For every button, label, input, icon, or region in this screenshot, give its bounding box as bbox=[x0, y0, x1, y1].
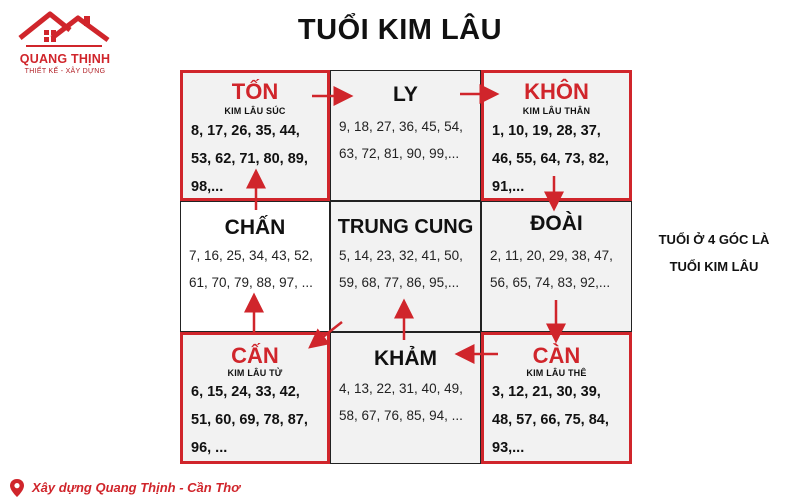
cell-name: TỐN bbox=[231, 79, 279, 104]
side-note-line-2: TUỔI KIM LÂU bbox=[669, 259, 759, 274]
cell-numbers: 9, 18, 27, 36, 45, 54, 63, 72, 81, 90, 9… bbox=[339, 119, 463, 161]
cell-name: TRUNG CUNG bbox=[337, 216, 474, 238]
cell-can-tu: CẤN KIM LÂU TỬ 6, 15, 24, 33, 42, 51, 60… bbox=[180, 332, 330, 464]
kim-lau-grid: TỐN KIM LÂU SÚC 8, 17, 26, 35, 44, 53, 6… bbox=[180, 70, 632, 464]
cell-name: KHÔN bbox=[524, 79, 589, 104]
cell-name: ĐOÀI bbox=[530, 212, 583, 235]
cell-subtitle: KIM LÂU TỬ bbox=[227, 368, 283, 378]
cell-name: LY bbox=[393, 83, 418, 106]
cell-name: CÀN bbox=[532, 343, 581, 368]
house-roof-icon bbox=[18, 11, 110, 47]
cell-can-the: CÀN KIM LÂU THÊ 3, 12, 21, 30, 39, 48, 5… bbox=[481, 332, 632, 464]
side-note-line-1: TUỔI Ở 4 GÓC LÀ bbox=[658, 232, 770, 247]
cell-numbers: 4, 13, 22, 31, 40, 49, 58, 67, 76, 85, 9… bbox=[339, 381, 463, 423]
cell-numbers: 2, 11, 20, 29, 38, 47, 56, 65, 74, 83, 9… bbox=[490, 248, 613, 290]
cell-doai: ĐOÀI 2, 11, 20, 29, 38, 47, 56, 65, 74, … bbox=[481, 201, 632, 332]
brand-tagline: THIẾT KẾ - XÂY DỰNG bbox=[24, 68, 106, 75]
cell-trung-cung: TRUNG CUNG 5, 14, 23, 32, 41, 50, 59, 68… bbox=[330, 201, 481, 332]
cell-numbers: 7, 16, 25, 34, 43, 52, 61, 70, 79, 88, 9… bbox=[189, 248, 313, 290]
cell-name: CẤN bbox=[231, 343, 279, 368]
cell-name: KHẢM bbox=[374, 347, 437, 370]
logo: QUANG THỊNH THIẾT KẾ - XÂY DỰNG bbox=[6, 8, 118, 78]
cell-khon: KHÔN KIM LÂU THÂN 1, 10, 19, 28, 37, 46,… bbox=[481, 70, 632, 201]
cell-numbers: 6, 15, 24, 33, 42, 51, 60, 69, 78, 87, 9… bbox=[191, 384, 308, 456]
cell-numbers: 3, 12, 21, 30, 39, 48, 57, 66, 75, 84, 9… bbox=[492, 384, 609, 456]
cell-subtitle: KIM LÂU SÚC bbox=[224, 106, 286, 116]
cell-subtitle: KIM LÂU THÂN bbox=[522, 106, 591, 116]
cell-chan: CHẤN 7, 16, 25, 34, 43, 52, 61, 70, 79, … bbox=[180, 201, 330, 332]
side-note: TUỔI Ở 4 GÓC LÀ TUỔI KIM LÂU bbox=[644, 226, 784, 280]
cell-numbers: 5, 14, 23, 32, 41, 50, 59, 68, 77, 86, 9… bbox=[339, 248, 463, 290]
location-pin-icon bbox=[10, 479, 24, 497]
cell-numbers: 8, 17, 26, 35, 44, 53, 62, 71, 80, 89, 9… bbox=[191, 123, 308, 195]
brand-name: QUANG THỊNH bbox=[19, 52, 111, 66]
cell-numbers: 1, 10, 19, 28, 37, 46, 55, 64, 73, 82, 9… bbox=[492, 123, 609, 195]
cell-ton: TỐN KIM LÂU SÚC 8, 17, 26, 35, 44, 53, 6… bbox=[180, 70, 330, 201]
cell-name: CHẤN bbox=[224, 216, 286, 239]
cell-ly: LY 9, 18, 27, 36, 45, 54, 63, 72, 81, 90… bbox=[330, 70, 481, 201]
page-title: TUỔI KIM LÂU bbox=[297, 14, 503, 46]
cell-kham: KHẢM 4, 13, 22, 31, 40, 49, 58, 67, 76, … bbox=[330, 332, 481, 464]
cell-subtitle: KIM LÂU THÊ bbox=[526, 368, 587, 378]
footer-text: Xây dựng Quang Thịnh - Cần Thơ bbox=[32, 480, 240, 495]
